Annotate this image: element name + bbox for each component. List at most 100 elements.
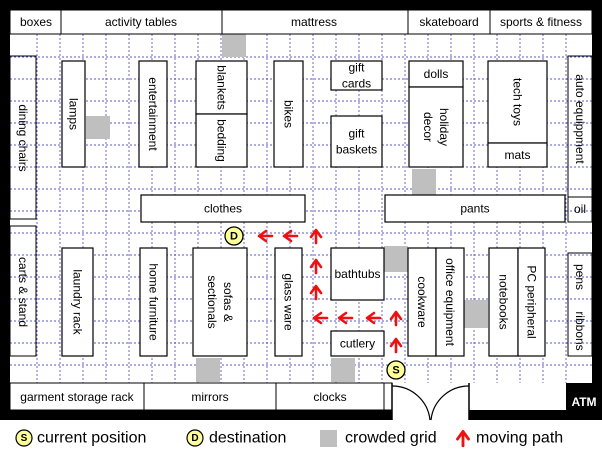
shelf-entertainment: entertainment: [138, 60, 168, 168]
shelf-notebooks: notebooks: [488, 247, 519, 357]
wall-label-ribbons: ribbons: [573, 311, 587, 350]
side-wall-section: [567, 252, 593, 357]
shelf-label: bedding: [215, 119, 229, 162]
shelf-office-equipment: office equipment: [435, 247, 465, 357]
shelf-label: gift: [348, 127, 365, 141]
legend-crowded-label: crowded grid: [345, 430, 437, 447]
legend-current-label: current position: [37, 430, 146, 447]
shelf-box: [192, 247, 248, 357]
path-arrow: [337, 311, 354, 325]
path-arrow: [282, 229, 299, 243]
wall-label-pens: pens: [573, 264, 587, 290]
shelf-bedding: bedding: [195, 113, 248, 168]
shelf-bikes: bikes: [273, 60, 304, 168]
path-arrow: [389, 337, 403, 354]
shelf-lamps: lamps: [61, 60, 86, 168]
bottom-wall-section: [275, 382, 385, 411]
shelf-label: dolls: [424, 67, 449, 81]
path-arrow: [309, 258, 323, 275]
shelf-label: tech toys: [511, 78, 525, 126]
shelf-label: home furniture: [147, 263, 161, 341]
shelf-pants: pants: [384, 194, 566, 223]
wall: [0, 410, 392, 420]
shelf-label: bathtubs: [334, 267, 380, 281]
svg-text:D: D: [191, 433, 198, 444]
shelf-box: [330, 115, 383, 168]
svg-text:S: S: [21, 433, 28, 444]
wall-label-mattress: mattress: [291, 15, 337, 29]
wall-label-carts-stand: carts & stand: [16, 257, 30, 327]
shelf-label: mats: [504, 148, 530, 162]
path-arrow: [309, 284, 323, 301]
path-arrow: [309, 228, 323, 245]
shelf-pc-peripheral: PC peripheral: [517, 247, 546, 357]
wall-label-activity-tables: activity tables: [105, 15, 177, 29]
crowded-cell: [384, 246, 408, 272]
side-wall-section: [9, 225, 37, 357]
shelf-laundry-rack: laundry rack: [61, 247, 94, 357]
top-wall-section: [489, 9, 593, 35]
wall-label-oil: oil: [574, 202, 586, 216]
wall: [0, 0, 10, 420]
wall: [592, 0, 602, 420]
shelf-box: [139, 247, 168, 357]
shelf-home-furniture: home furniture: [139, 247, 168, 357]
wall-label-dining-chairs: dining chairs: [16, 104, 30, 171]
shelf-box: [273, 60, 304, 168]
legend-path-label: moving path: [476, 430, 563, 447]
shelf-label: bikes: [282, 100, 296, 128]
shelf-label: sofas &: [221, 282, 235, 322]
shelf-box: [435, 247, 465, 357]
crowded-cell: [196, 358, 220, 382]
shelf-dolls: dolls: [408, 60, 464, 88]
shelf-box: [330, 330, 385, 357]
crowded-cell: [331, 358, 355, 382]
shelf-box: [487, 60, 548, 144]
shelf-box: [384, 194, 566, 223]
side-wall-section: [567, 196, 593, 223]
shelf-bathtubs: bathtubs: [330, 247, 385, 301]
crowded-cell: [464, 300, 488, 328]
entrance-door: [391, 383, 470, 421]
shelf-label: sectionals: [205, 275, 219, 328]
wall: [566, 383, 602, 420]
shelf-tech-toys: tech toys: [487, 60, 548, 144]
legend-destination-icon: D: [186, 429, 204, 447]
shelf-box: [140, 194, 306, 223]
crowded-cells: [86, 34, 488, 382]
shelf-cutlery: cutlery: [330, 330, 385, 357]
door-swing-left: [391, 385, 431, 421]
shelf-label: holiday: [437, 108, 451, 146]
crowded-cell: [222, 34, 246, 57]
crowded-cell: [412, 169, 436, 195]
svg-text:D: D: [230, 231, 238, 243]
shelf-box: [408, 60, 464, 88]
destination-marker: D: [224, 226, 244, 246]
shelf-label: PC peripheral: [525, 265, 539, 338]
shelf-cookware: cookware: [407, 247, 437, 357]
wall-label-skateboard: skateboard: [419, 15, 478, 29]
side-wall-section: [9, 55, 37, 220]
wall-label-garment-storage-rack: garment storage rack: [20, 390, 134, 404]
moving-path: [257, 228, 403, 354]
wall-label-boxes: boxes: [20, 15, 52, 29]
shelf-box: [61, 247, 94, 357]
shelf-label: entertainment: [146, 77, 160, 151]
shelf-sofas-sectionals: sofas &sectionals: [192, 247, 248, 357]
shelf-label: glass ware: [282, 273, 296, 331]
shelf-label: cards: [342, 77, 371, 91]
path-arrow: [456, 429, 470, 448]
wall-label-mirrors: mirrors: [191, 390, 228, 404]
crowded-cell: [86, 116, 110, 139]
shelf-label: laundry rack: [71, 269, 85, 335]
shelf-label: cutlery: [340, 337, 375, 351]
shelf-box: [408, 86, 464, 168]
door-swing-right: [430, 385, 470, 421]
shelf-box: [274, 247, 303, 357]
